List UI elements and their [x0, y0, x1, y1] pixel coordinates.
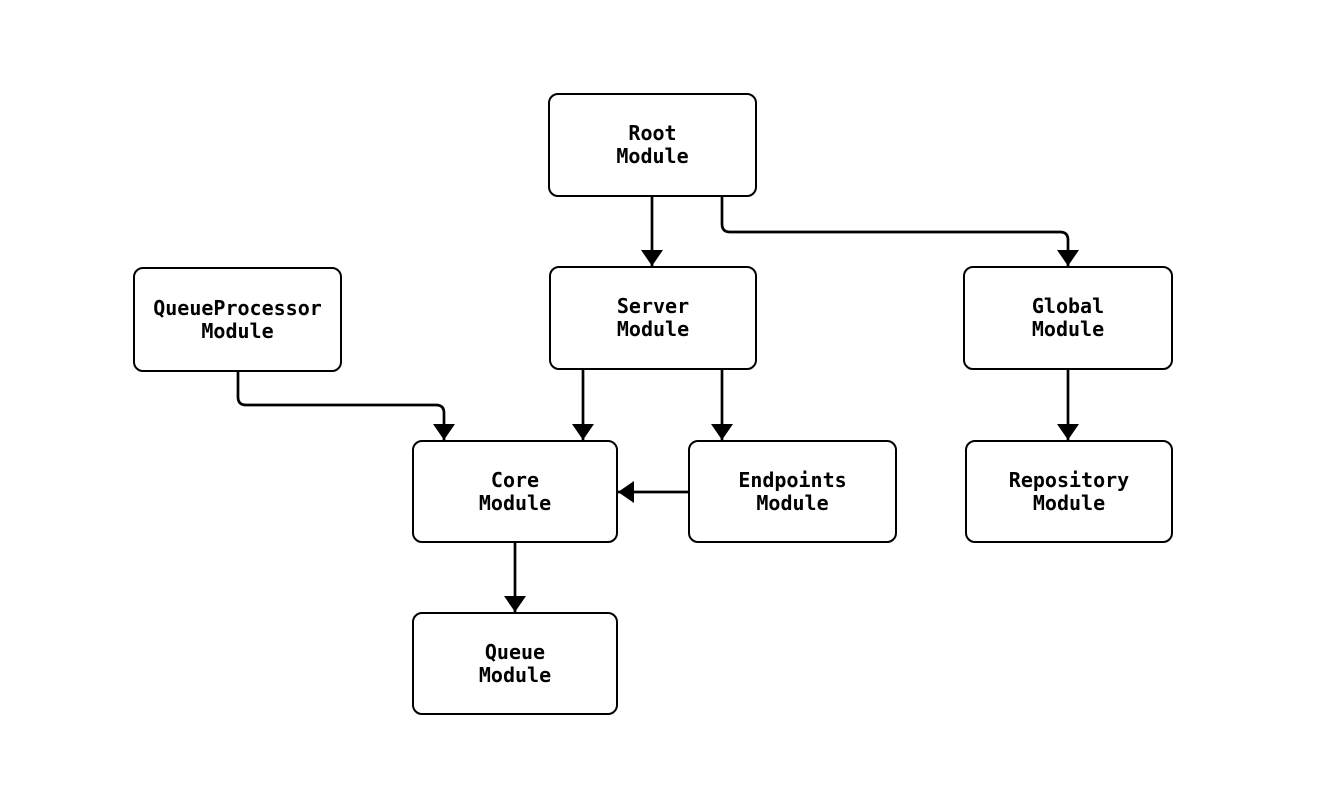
- node-label-queueprocessor-module: QueueProcessor Module: [153, 295, 322, 343]
- node-server-module: Server Module: [549, 266, 757, 370]
- node-global-module: Global Module: [963, 266, 1173, 370]
- node-queueprocessor-module: QueueProcessor Module: [133, 267, 342, 372]
- node-endpoints-module: Endpoints Module: [688, 440, 897, 543]
- node-label-root-module: Root Module: [616, 121, 689, 168]
- edge-root-module-to-global-module: [720, 195, 1079, 268]
- edge-queueprocessor-module-to-core-module: [236, 370, 455, 442]
- node-label-server-module: Server Module: [616, 294, 690, 341]
- node-label-queue-module: Queue Module: [478, 639, 552, 687]
- node-label-endpoints-module: Endpoints Module: [738, 467, 847, 515]
- node-repository-module: Repository Module: [965, 440, 1173, 543]
- node-label-global-module: Global Module: [1031, 294, 1105, 341]
- node-label-repository-module: Repository Module: [1008, 467, 1130, 515]
- node-core-module: Core Module: [412, 440, 618, 543]
- node-queue-module: Queue Module: [412, 612, 618, 715]
- node-root-module: Root Module: [548, 93, 757, 197]
- edges-group: [236, 195, 1079, 614]
- node-label-core-module: Core Module: [478, 467, 552, 515]
